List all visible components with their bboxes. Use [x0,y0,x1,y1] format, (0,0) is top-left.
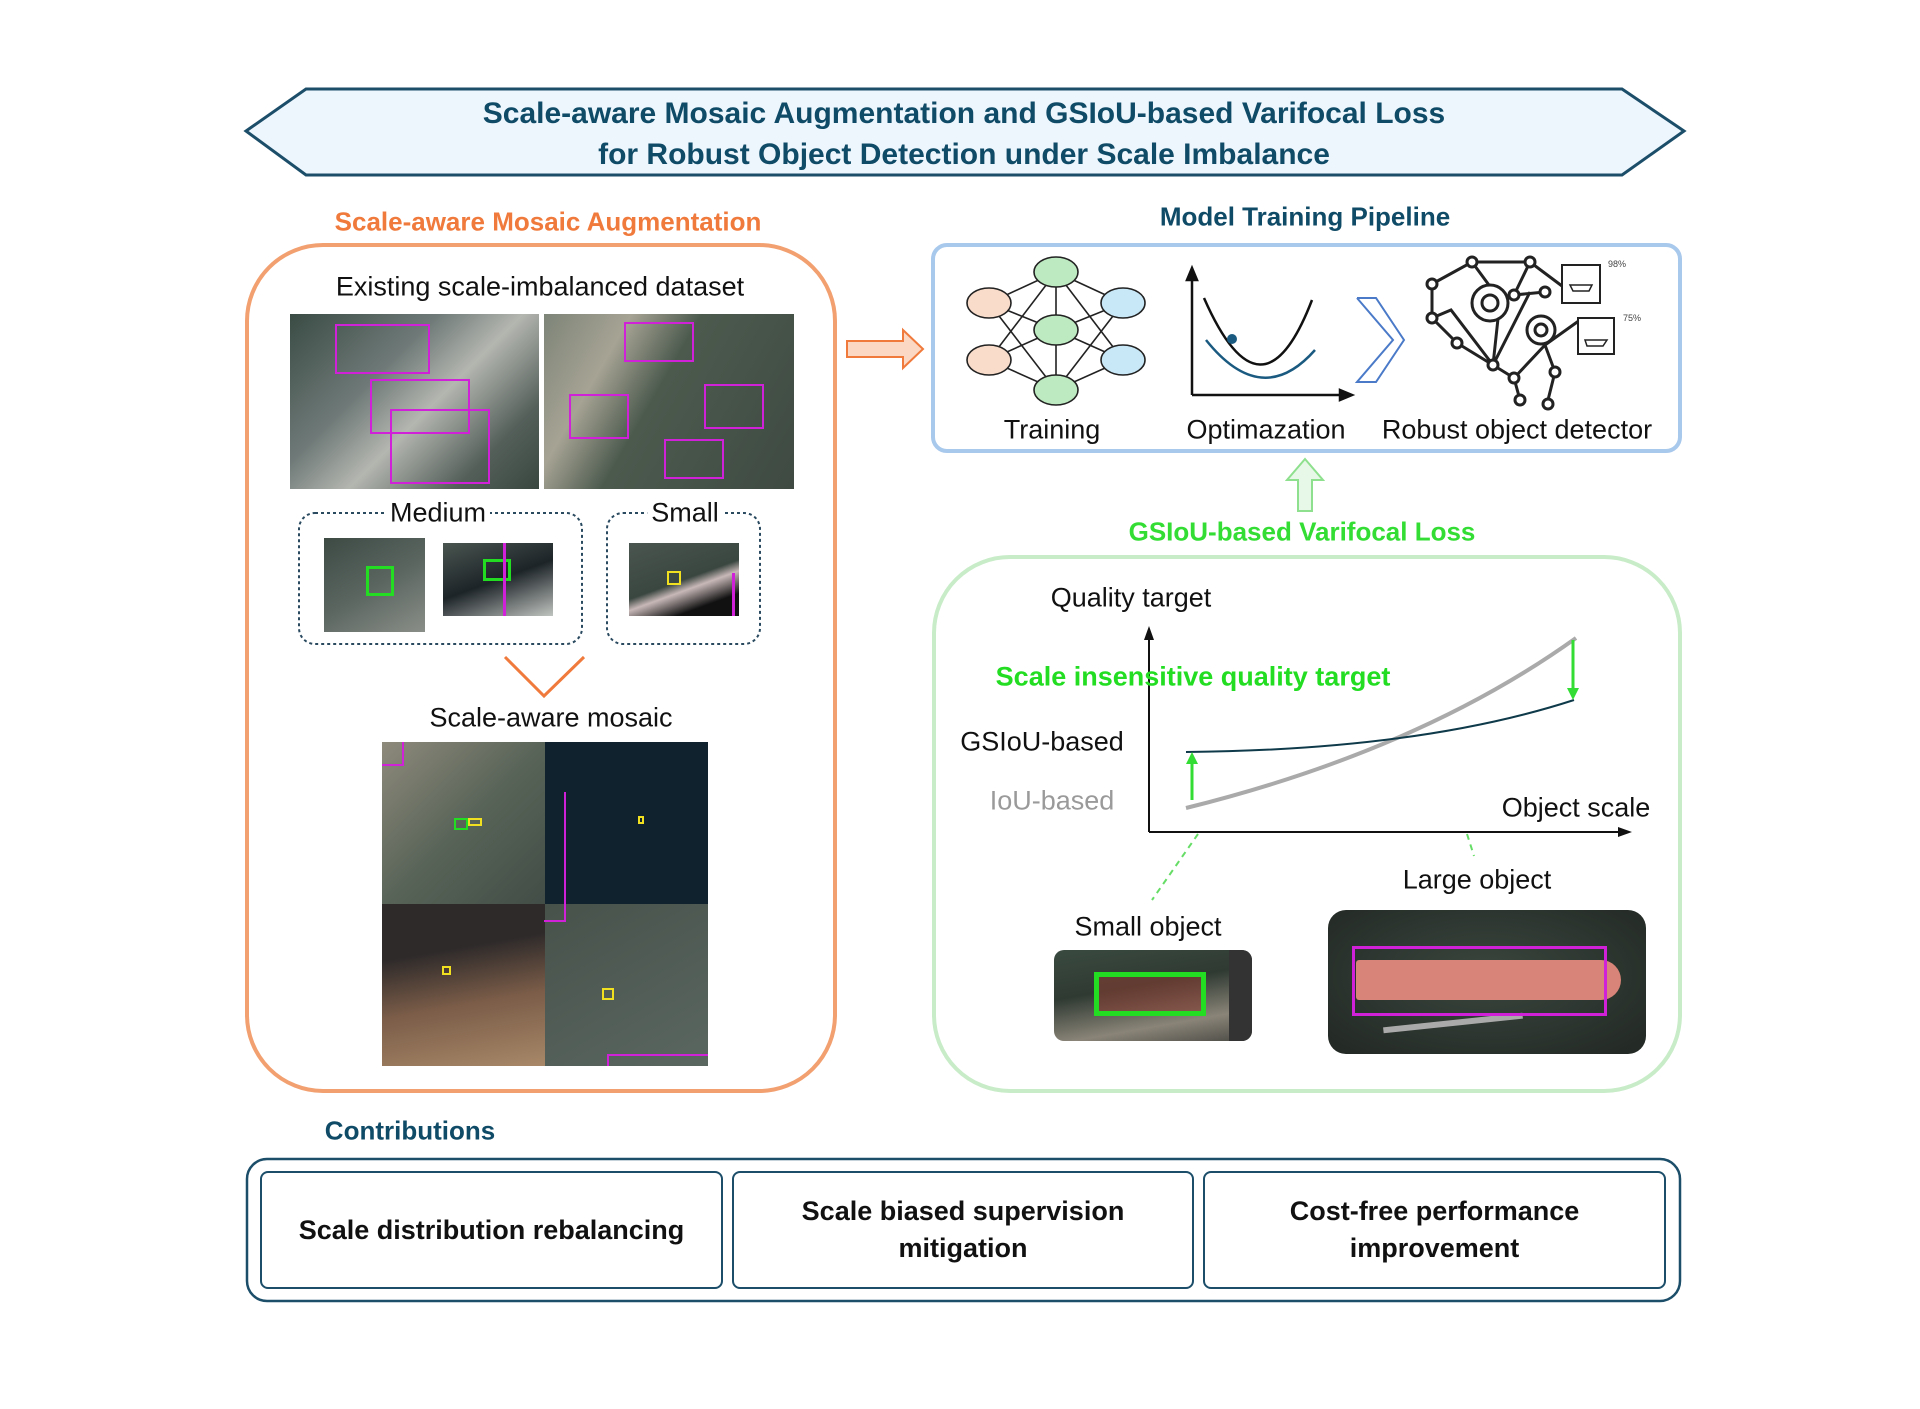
arrow-up-icon [1284,457,1326,512]
title-line-2: for Robust Object Detection under Scale … [598,138,1330,171]
contribution-mitigation: Scale biased supervision mitigation [732,1171,1194,1289]
dataset-image-2 [544,314,794,489]
small-object-pointer [1151,833,1199,901]
arrow-right-icon [846,327,925,371]
contribution-rebalancing: Scale distribution rebalancing [260,1171,723,1289]
contribution-2-line1: Scale biased supervision [801,1196,1125,1226]
mosaic-section-title: Scale-aware Mosaic Augmentation [334,206,762,237]
loss-section-title: GSIoU-based Varifocal Loss [1128,516,1476,547]
iou-curve [1185,636,1578,810]
contribution-3-line2: improvement [1349,1233,1520,1263]
large-object-pointer [1466,833,1475,857]
contributions-panel [245,1157,1682,1303]
detector-label: Robust object detector [1381,414,1653,445]
contribution-cost-free: Cost-free performance improvement [1203,1171,1666,1289]
highlight-label: Scale insensitive quality target [995,661,1391,692]
optimization-label: Optimazation [1186,414,1346,445]
title-banner [243,87,1687,177]
confidence-98: 98% [1607,259,1627,269]
contributions-title: Contributions [324,1115,496,1146]
quality-chart [1144,626,1632,901]
pipeline-section-title: Model Training Pipeline [1159,201,1451,232]
gsiou-label: GSIoU-based [960,726,1124,757]
dataset-label: Existing scale-imbalanced dataset [335,271,745,302]
small-object-label: Small object [1074,911,1222,942]
neural-network-icon [966,256,1146,406]
training-label: Training [1003,414,1101,445]
small-object-image [1054,950,1252,1041]
contribution-3-line1: Cost-free performance [1289,1196,1580,1226]
medium-sample-1 [324,538,425,632]
mosaic-image [382,742,708,1066]
medium-sample-2 [443,543,553,616]
gsiou-curve [1185,699,1575,753]
x-axis-arrow [1618,827,1632,837]
y-axis-label: Quality target [1050,582,1212,613]
x-axis-label: Object scale [1501,792,1651,823]
small-label: Small [647,497,723,529]
large-object-label: Large object [1402,864,1552,895]
detector-brain-icon [1425,255,1615,411]
contribution-1-line1: Scale distribution rebalancing [298,1214,685,1245]
medium-group-box [298,512,583,645]
mosaic-panel [245,243,837,1093]
medium-label: Medium [385,497,491,529]
iou-label: IoU-based [989,785,1115,816]
mosaic-label: Scale-aware mosaic [429,702,673,733]
loss-panel [932,555,1682,1093]
pipeline-panel [931,243,1682,453]
title-line-1: Scale-aware Mosaic Augmentation and GSIo… [482,97,1446,130]
loss-curve-icon [1185,264,1356,402]
contribution-2-line2: mitigation [898,1233,1028,1263]
y-axis-arrow [1144,626,1154,640]
chevron-down-icon [503,655,586,699]
small-sample [629,543,739,616]
chevron-right-icon [1354,297,1406,383]
dataset-image-1 [290,314,539,489]
large-object-image [1328,910,1646,1054]
confidence-75: 75% [1622,313,1642,323]
